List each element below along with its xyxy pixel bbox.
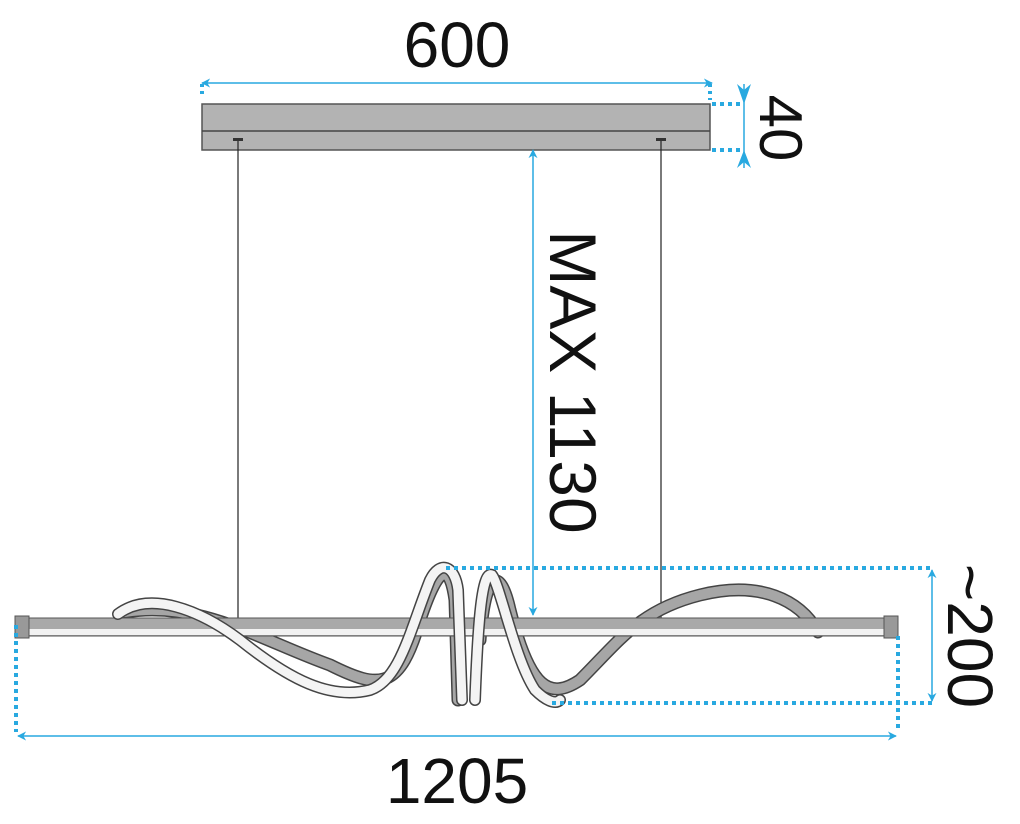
max-suspension-label: MAX 1130: [536, 230, 610, 533]
dimension-lines: [14, 78, 937, 741]
lamp-fixture: [14, 561, 899, 708]
canopy-height-label: 40: [747, 95, 814, 162]
fixture-height-label: ~200: [934, 564, 1006, 708]
fixture-width-label: 1205: [386, 745, 528, 817]
ceiling-canopy: [201, 103, 711, 151]
canopy-width-label: 600: [404, 9, 511, 81]
